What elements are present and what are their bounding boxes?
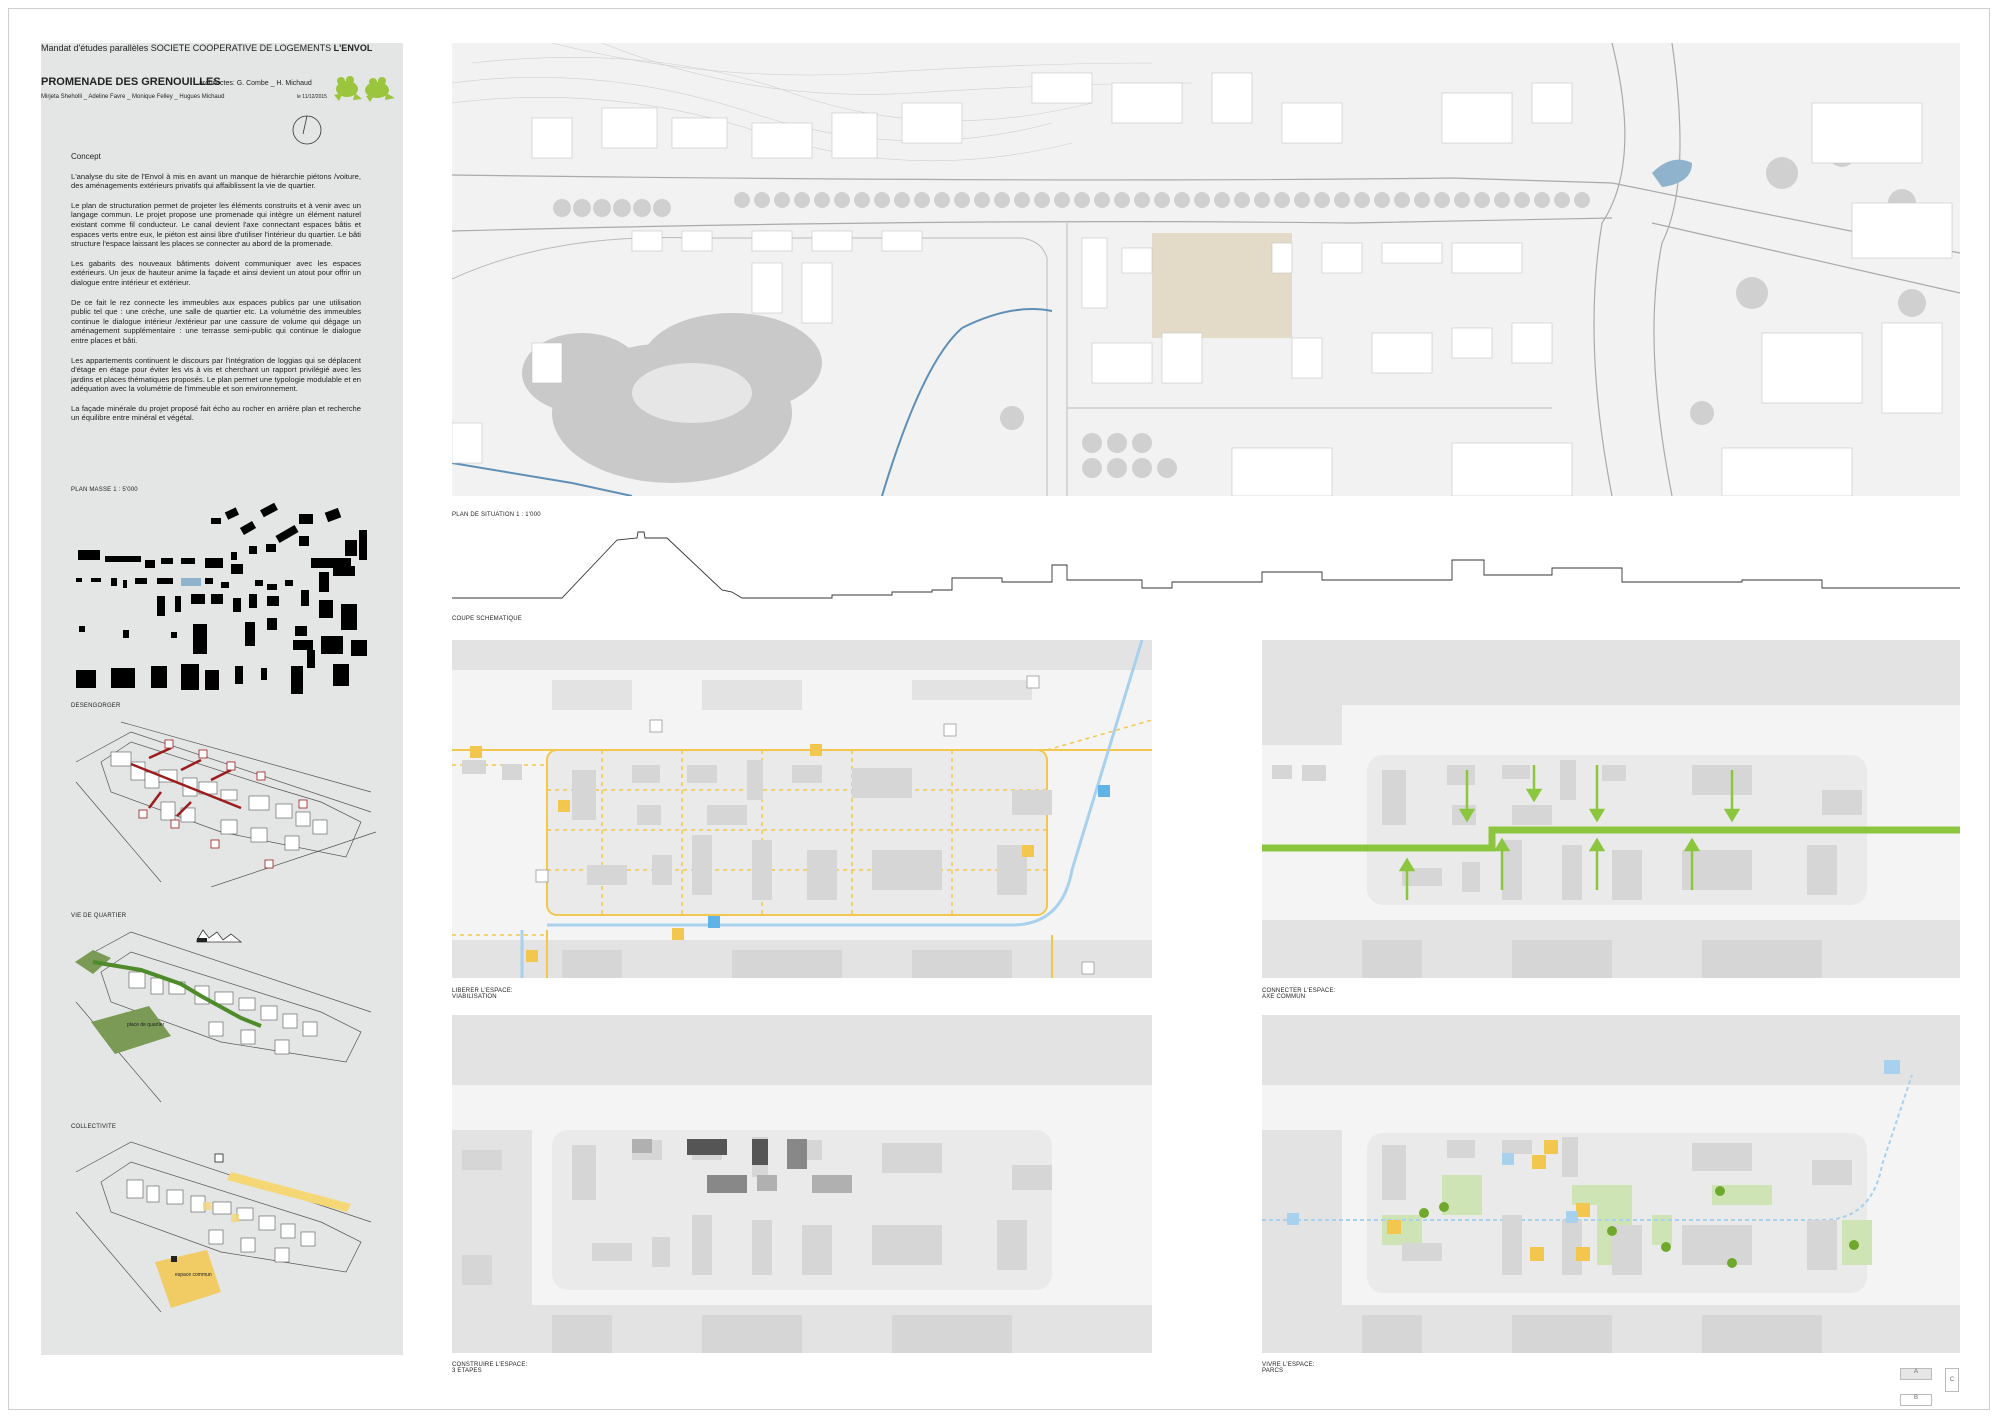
plan-masse-map (76, 502, 367, 694)
plan-masse-label: PLAN MASSE 1 : 5'000 (71, 487, 138, 493)
connecter-label-line-1: CONNECTER L'ESPACE: (1262, 988, 1336, 994)
vie-quartier-label: VIE DE QUARTIER (71, 913, 127, 919)
concept-paragraph: Les appartements continuent le discours … (71, 355, 362, 394)
vie-quartier-axo: place de quartier (75, 929, 372, 1103)
concept-heading: Concept (71, 152, 101, 161)
place-quartier-label: place de quartier (127, 1022, 165, 1028)
collectivite-axo: espace commun (75, 1141, 372, 1313)
collectivite-label: COLLECTIVITE (71, 1124, 117, 1130)
concept-text: Concept L'analyse du site de l'Envol à m… (71, 152, 361, 433)
connecter-label: CONNECTER L'ESPACE: AXE COMMUN (1262, 988, 1336, 1000)
construire-label-line-2: 3 ETAPES (452, 1368, 482, 1374)
vivre-label: VIVRE L'ESPACE: PARCS (1262, 1362, 1315, 1374)
connecter-espace-map (1262, 640, 1960, 978)
desengorger-axo (75, 721, 377, 887)
sheet-frame (8, 8, 1990, 1410)
project-title: PROMENADE DES GRENOUILLES (41, 76, 221, 88)
liberer-label-line-2: VIABILISATION (452, 994, 497, 1000)
coupe-schematique (452, 531, 1960, 599)
mandate-line: Mandat d'études parallèles SOCIETE COOPE… (41, 43, 373, 53)
plan-situation-label: PLAN DE SITUATION 1 : 1'000 (452, 512, 541, 518)
frog-logo-icon (334, 76, 395, 102)
car-icon (535, 675, 1095, 975)
pedestrian-icon (470, 744, 1034, 962)
concept-paragraph: La façade minérale du projet proposé fai… (71, 403, 361, 423)
bus-icon (708, 785, 1110, 928)
concept-paragraph: Le plan de structuration permet de proje… (71, 200, 361, 249)
espace-commun-label: espace commun (175, 1272, 212, 1278)
concept-paragraph: Les gabarits des nouveaux bâtiments doiv… (71, 258, 361, 287)
sheet-stamp-c: C (1945, 1368, 1959, 1392)
architects: architectes: G. Combe _ H. Michaud (199, 80, 312, 87)
connecter-label-line-2: AXE COMMUN (1262, 994, 1306, 1000)
vivre-espace-map (1262, 1015, 1960, 1353)
plan-situation-map (452, 43, 1960, 496)
coupe-label: COUPE SCHEMATIQUE (452, 616, 522, 622)
sheet-stamp-b: B (1900, 1394, 1932, 1406)
date: le 11/12/2015 (297, 94, 327, 100)
construire-label: CONSTRUIRE L'ESPACE: 3 ETAPES (452, 1362, 527, 1374)
construire-label-line-1: CONSTRUIRE L'ESPACE: (452, 1362, 528, 1368)
construire-espace-map (452, 1015, 1152, 1353)
liberer-label-line-1: LIBERER L'ESPACE: (452, 988, 513, 994)
sheet-stamp-a: A (1900, 1368, 1932, 1380)
concept-paragraph: L'analyse du site de l'Envol à mis en av… (71, 171, 361, 191)
sidebar-panel (41, 43, 403, 1355)
desengorger-label: DESENGORGER (71, 703, 121, 709)
playground-icon (1387, 1140, 1590, 1261)
vivre-label-line-1: VIVRE L'ESPACE: (1262, 1362, 1315, 1368)
concept-paragraph: De ce fait le rez connecte les immeubles… (71, 297, 361, 345)
liberer-label: LIBERER L'ESPACE: VIABILISATION (452, 988, 513, 1000)
liberer-espace-map (452, 640, 1152, 978)
authors: Mirjeta Sheholli _ Adeline Favre _ Moniq… (41, 94, 225, 100)
water-icon (1287, 1060, 1900, 1225)
vivre-label-line-2: PARCS (1262, 1368, 1284, 1374)
north-arrow-icon (292, 115, 322, 145)
tree-icon (1419, 1186, 1859, 1268)
